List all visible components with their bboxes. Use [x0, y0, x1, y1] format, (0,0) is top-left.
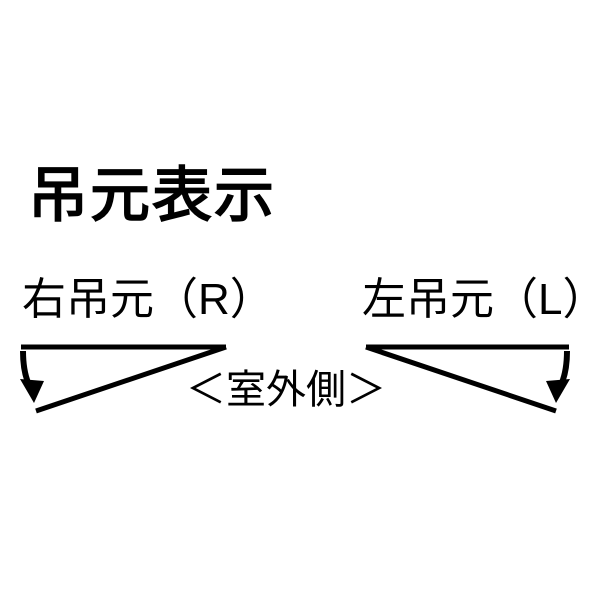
- swing-arrow-shaft-right-hinge: [20, 350, 34, 391]
- page-title: 吊元表示: [28, 162, 276, 229]
- swing-arrow-head-left-hinge: [546, 379, 570, 403]
- door-diagram-left-hinge: [365, 344, 570, 414]
- hinge-label-left-hinge: 左吊元（L）: [362, 275, 600, 324]
- hinge-label-right-hinge: 右吊元（R）: [22, 275, 274, 324]
- swing-arrow-head-right-hinge: [20, 379, 44, 403]
- swing-arrow-shaft-left-hinge: [556, 350, 570, 391]
- outside-side-caption: ＜室外側＞: [186, 368, 386, 412]
- door-leaf-line-left-hinge: [365, 344, 557, 414]
